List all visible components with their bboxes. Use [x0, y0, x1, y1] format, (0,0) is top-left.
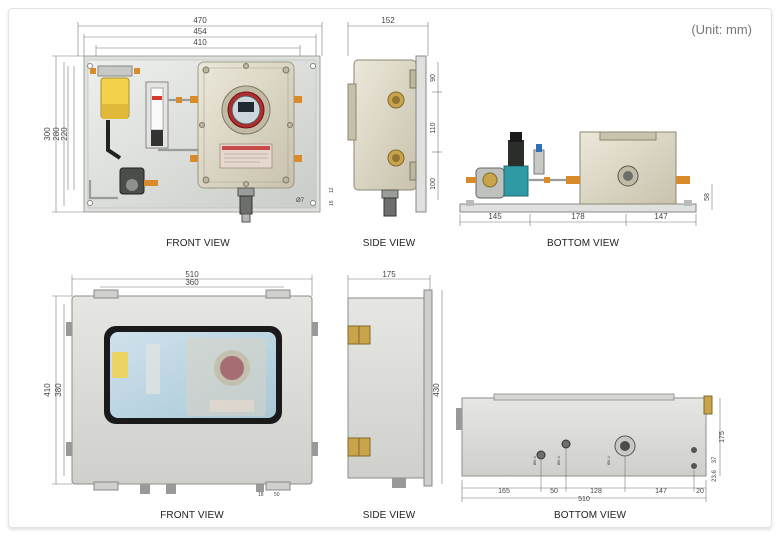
- dim-178: 178: [571, 212, 585, 221]
- dim-small-2: 15: [329, 200, 335, 206]
- dim-37: 37: [712, 456, 718, 463]
- dim-300: 300: [43, 127, 52, 141]
- unit-label: (Unit: mm): [691, 22, 752, 37]
- dim-110: 110: [430, 122, 437, 133]
- top-front-view: 470 454 410 300 280 220 Ø7 12 15: [43, 16, 335, 223]
- dim-100: 100: [430, 178, 437, 190]
- dim-hole: Ø7: [296, 198, 305, 204]
- dim-430: 430: [432, 383, 441, 397]
- dim-port-1: Ø6.4: [532, 456, 537, 465]
- dim-total-510: 510: [578, 496, 590, 503]
- caption-lower-side-view: SIDE VIEW: [362, 510, 416, 521]
- dim-128: 128: [590, 488, 602, 495]
- caption-top-bottom-view: BOTTOM VIEW: [546, 238, 620, 249]
- drawing-frame: [8, 8, 772, 528]
- dim-port-2: Ø6.4: [556, 456, 561, 465]
- dim-152: 152: [381, 16, 395, 25]
- dim-175: 175: [382, 270, 396, 279]
- caption-lower-bottom-view: BOTTOM VIEW: [553, 510, 627, 521]
- caption-top-side-view: SIDE VIEW: [362, 238, 416, 249]
- dim-147-lower: 147: [655, 488, 667, 495]
- dim-23-6: 23.6: [712, 470, 718, 482]
- dim-145: 145: [488, 212, 502, 221]
- dim-50: 50: [550, 488, 558, 495]
- dim-220: 220: [60, 127, 69, 141]
- dim-380: 380: [54, 383, 63, 397]
- dim-470: 470: [193, 16, 207, 25]
- top-side-view: 152 90 110 100: [347, 16, 442, 217]
- dim-small-50: 50: [274, 492, 280, 498]
- dim-410: 410: [193, 38, 207, 47]
- dim-90: 90: [430, 74, 437, 82]
- dim-147: 147: [654, 212, 668, 221]
- dim-510: 510: [185, 270, 199, 279]
- dim-410-lower: 410: [43, 383, 52, 397]
- top-bottom-view: 145 178 147 58: [459, 131, 713, 226]
- lower-side-view: 175 430: [347, 270, 443, 488]
- caption-lower-front-view: FRONT VIEW: [160, 510, 224, 521]
- dim-20: 20: [696, 488, 704, 495]
- lower-front-view: 510 360 410 380 18 50: [43, 270, 318, 498]
- dim-small-18: 18: [258, 492, 264, 498]
- dim-165: 165: [498, 488, 510, 495]
- dim-175-lower: 175: [719, 431, 726, 443]
- dim-58: 58: [704, 193, 711, 201]
- dim-360: 360: [185, 278, 199, 287]
- dim-454: 454: [193, 27, 207, 36]
- lower-bottom-view: 165 50 128 147 20 510 175 37 23.6 Ø6.4 Ø…: [456, 393, 726, 503]
- caption-top-front-view: FRONT VIEW: [166, 238, 230, 249]
- dim-small-1: 12: [329, 187, 335, 193]
- dim-280: 280: [52, 127, 61, 141]
- dim-port-3: Ø6.4: [606, 456, 611, 465]
